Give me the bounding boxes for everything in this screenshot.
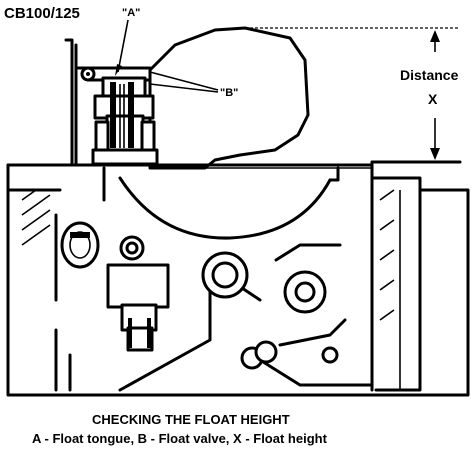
body-hatching [21,189,395,321]
distance-symbol: X [428,91,438,107]
carburetor-body [6,160,470,397]
callout-a-arrowhead [115,64,122,76]
distance-dimension [245,27,460,160]
model-label: CB100/125 [4,5,80,22]
callout-a: "A" [122,7,140,19]
callout-b-leader-1 [149,71,219,91]
left-housing [64,38,78,167]
main-jet [106,263,170,352]
float-valve [91,76,159,166]
callout-b-leader-2 [149,83,219,93]
passages [119,235,339,370]
pilot-screw [60,221,100,269]
caption-title: CHECKING THE FLOAT HEIGHT [92,412,290,427]
float-body [148,26,310,170]
gasket-surface [6,160,462,169]
caption-legend: A - Float tongue, B - Float valve, X - F… [32,431,328,446]
distance-label: Distance [400,67,459,83]
callout-a-leader [117,19,129,73]
callout-b: "B" [220,87,238,99]
